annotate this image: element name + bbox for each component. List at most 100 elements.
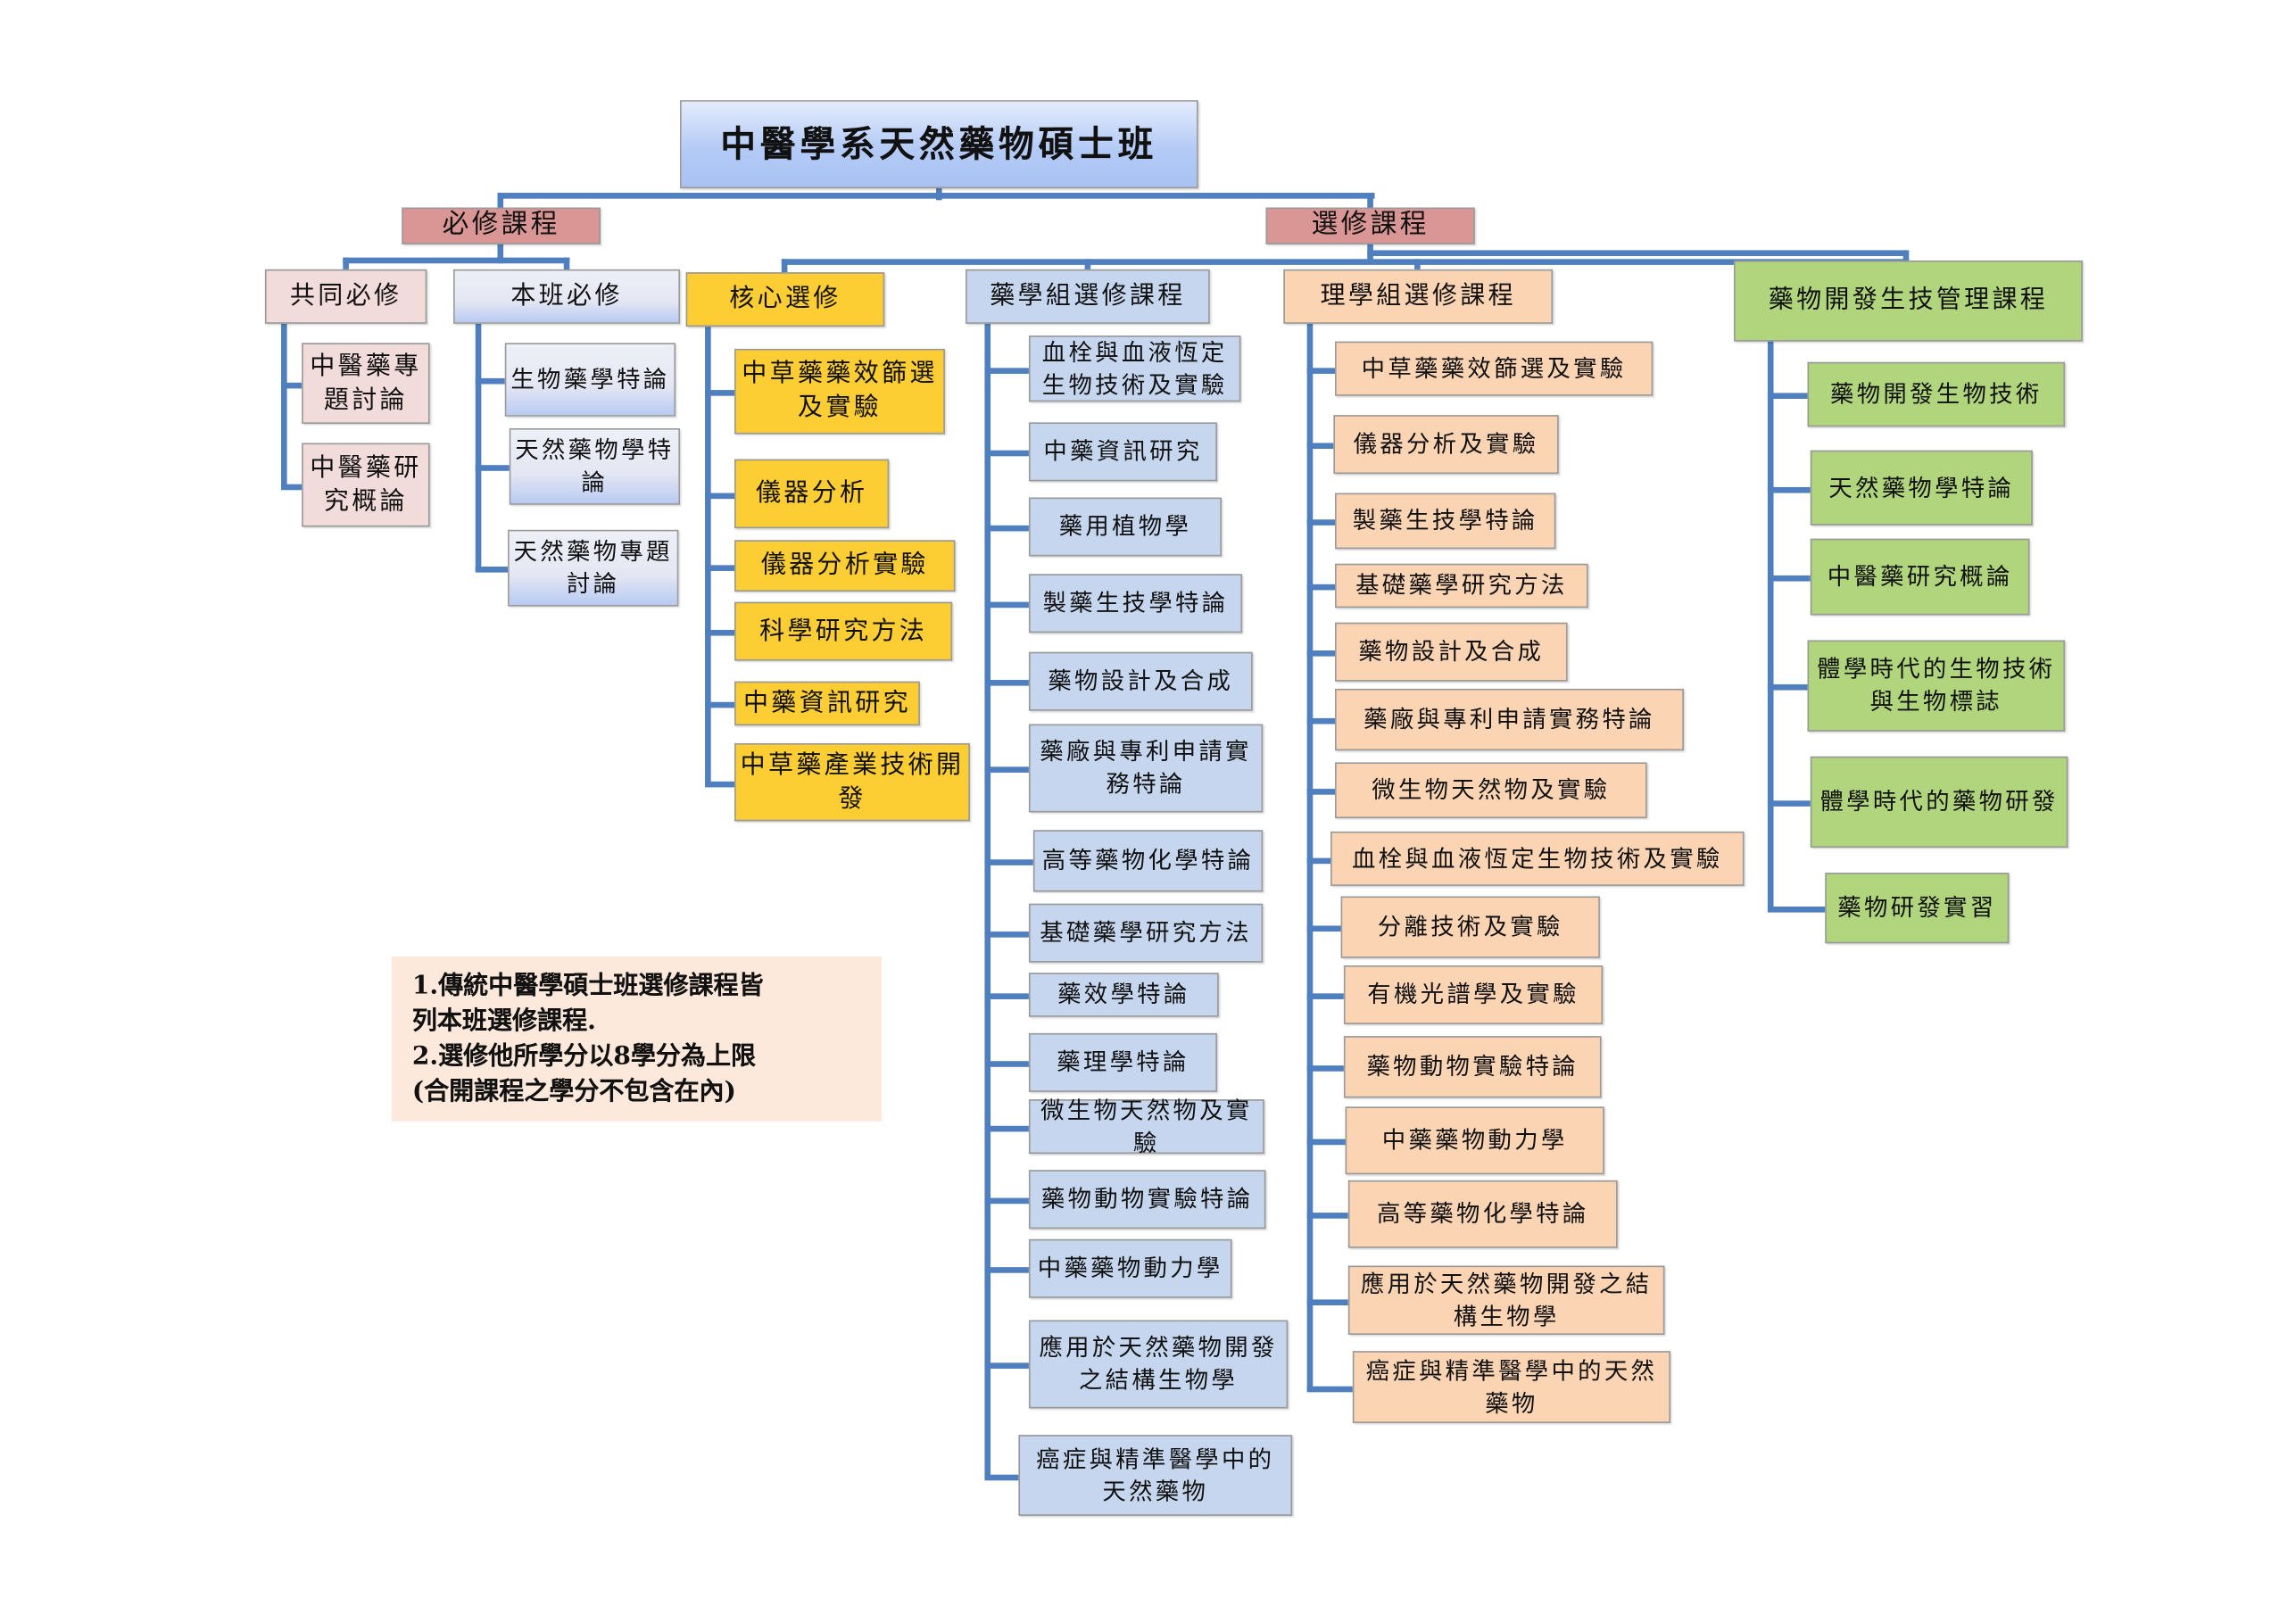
course-box: 中藥藥物動力學 xyxy=(1345,1106,1604,1175)
elective-courses-header: 選修課程 xyxy=(1265,207,1475,244)
connector-line xyxy=(281,483,303,490)
course-box: 藥物動物實驗特論 xyxy=(1343,1036,1602,1098)
note-line: 列本班選修課程. xyxy=(411,1006,596,1037)
connector-line xyxy=(475,323,482,571)
course-box: 藥物研發實習 xyxy=(1825,873,2010,944)
connector-line xyxy=(343,257,349,273)
connector-line xyxy=(984,323,991,1478)
connector-line xyxy=(984,680,1029,686)
notes-box: 1.傳統中醫學碩士班選修課程皆 列本班選修課程. 2.選修他所學分以8學分為上限… xyxy=(391,956,882,1122)
connector-line xyxy=(984,993,1029,999)
required-courses-header: 必修課程 xyxy=(402,207,601,244)
connector-line xyxy=(984,367,1029,374)
connector-line xyxy=(475,567,509,573)
course-box: 基礎藥學研究方法 xyxy=(1335,563,1588,609)
course-box: 中藥藥物動力學 xyxy=(1028,1238,1232,1298)
course-box: 藥廠與專利申請實務特論 xyxy=(1028,724,1264,813)
course-box: 藥理學特論 xyxy=(1028,1032,1218,1092)
course-box: 中醫藥研究概論 xyxy=(1810,538,2030,616)
course-box: 藥用植物學 xyxy=(1028,497,1223,557)
connector-line xyxy=(1306,519,1336,526)
connector-line xyxy=(1084,259,1091,273)
course-box: 藥物動物實驗特論 xyxy=(1028,1170,1266,1230)
connector-line xyxy=(1306,1213,1348,1219)
course-box: 高等藥物化學特論 xyxy=(1347,1180,1618,1248)
science-header: 理學組選修課程 xyxy=(1283,269,1554,324)
connector-line xyxy=(705,327,711,785)
connector-line xyxy=(984,766,1029,773)
course-box: 高等藥物化學特論 xyxy=(1032,830,1264,892)
connector-line xyxy=(1306,1385,1353,1392)
connector-line xyxy=(497,243,504,264)
connector-line xyxy=(475,465,510,471)
course-box: 微生物天然物及實驗 xyxy=(1335,762,1647,819)
course-box: 科學研究方法 xyxy=(734,601,953,661)
connector-line xyxy=(984,601,1029,609)
connector-line xyxy=(984,932,1029,938)
connector-line xyxy=(1367,250,1906,256)
connector-line xyxy=(1306,367,1336,374)
connector-line xyxy=(781,259,1910,265)
course-box: 中草藥藥效篩選及實驗 xyxy=(734,348,945,435)
connector-line xyxy=(1306,925,1341,932)
course-box: 儀器分析 xyxy=(734,459,890,529)
course-box: 儀器分析及實驗 xyxy=(1333,415,1559,475)
course-box: 癌症與精準醫學中的天然藥物 xyxy=(1352,1351,1671,1423)
connector-line xyxy=(1767,800,1811,807)
connector-line xyxy=(1767,683,1808,691)
connector-line xyxy=(705,629,735,636)
connector-line xyxy=(984,1061,1029,1067)
connector-line xyxy=(1306,584,1336,591)
course-box: 基礎藥學研究方法 xyxy=(1028,903,1264,963)
connector-line xyxy=(705,781,735,787)
connector-line xyxy=(1767,341,1774,911)
connector-line xyxy=(1414,259,1421,273)
biotech-header: 藥物開發生技管理課程 xyxy=(1733,260,2083,342)
course-box: 體學時代的生物技術與生物標誌 xyxy=(1807,640,2066,732)
connector-line xyxy=(497,193,1375,199)
note-line: 1.傳統中醫學碩士班選修課程皆 xyxy=(411,971,764,1001)
connector-line xyxy=(1306,857,1331,864)
course-box: 體學時代的藥物研發 xyxy=(1810,756,2068,849)
connector-line xyxy=(343,257,570,264)
course-box: 製藥生技學特論 xyxy=(1335,493,1556,550)
course-box: 中醫藥研究概論 xyxy=(302,443,430,527)
course-box: 天然藥物學特論 xyxy=(509,427,681,505)
connector-line xyxy=(1767,575,1811,582)
connector-line xyxy=(984,859,1033,865)
course-box: 癌症與精準醫學中的天然藥物 xyxy=(1018,1435,1293,1516)
course-box: 天然藥物學特論 xyxy=(1810,450,2033,526)
course-box: 儀器分析實驗 xyxy=(734,540,956,592)
connector-line xyxy=(1767,393,1808,399)
course-box: 中藥資訊研究 xyxy=(1028,422,1218,482)
course-box: 藥廠與專利申請實務特論 xyxy=(1335,688,1684,751)
connector-line xyxy=(781,259,788,276)
connector-line xyxy=(984,525,1029,532)
course-box: 藥效學特論 xyxy=(1028,973,1219,1017)
course-box: 藥物設計及合成 xyxy=(1028,651,1253,711)
course-box: 中草藥產業技術開發 xyxy=(734,742,970,822)
connector-line xyxy=(984,1362,1029,1369)
connector-line xyxy=(1902,250,1910,265)
note-line: (合開課程之學分不包含在內) xyxy=(411,1077,736,1107)
course-box: 中醫藥專題討論 xyxy=(302,343,430,425)
connector-line xyxy=(984,1473,1019,1480)
connector-line xyxy=(984,1267,1029,1273)
connector-line xyxy=(1306,993,1344,999)
course-box: 藥物設計及合成 xyxy=(1335,622,1568,682)
course-box: 應用於天然藥物開發之結構生物學 xyxy=(1347,1265,1665,1336)
connector-line xyxy=(1306,1298,1348,1305)
common-header: 共同必修 xyxy=(264,269,427,324)
course-box: 應用於天然藥物開發之結構生物學 xyxy=(1028,1320,1289,1409)
connector-line xyxy=(705,701,735,708)
connector-line xyxy=(984,1124,1029,1131)
page-title: 中醫學系天然藥物碩士班 xyxy=(680,100,1198,189)
connector-line xyxy=(1306,1065,1344,1072)
connector-line xyxy=(281,382,303,388)
connector-line xyxy=(984,450,1029,457)
course-box: 微生物天然物及實驗 xyxy=(1028,1097,1264,1156)
connector-line xyxy=(705,564,735,571)
connector-line xyxy=(563,257,570,273)
connector-line xyxy=(1306,443,1334,450)
